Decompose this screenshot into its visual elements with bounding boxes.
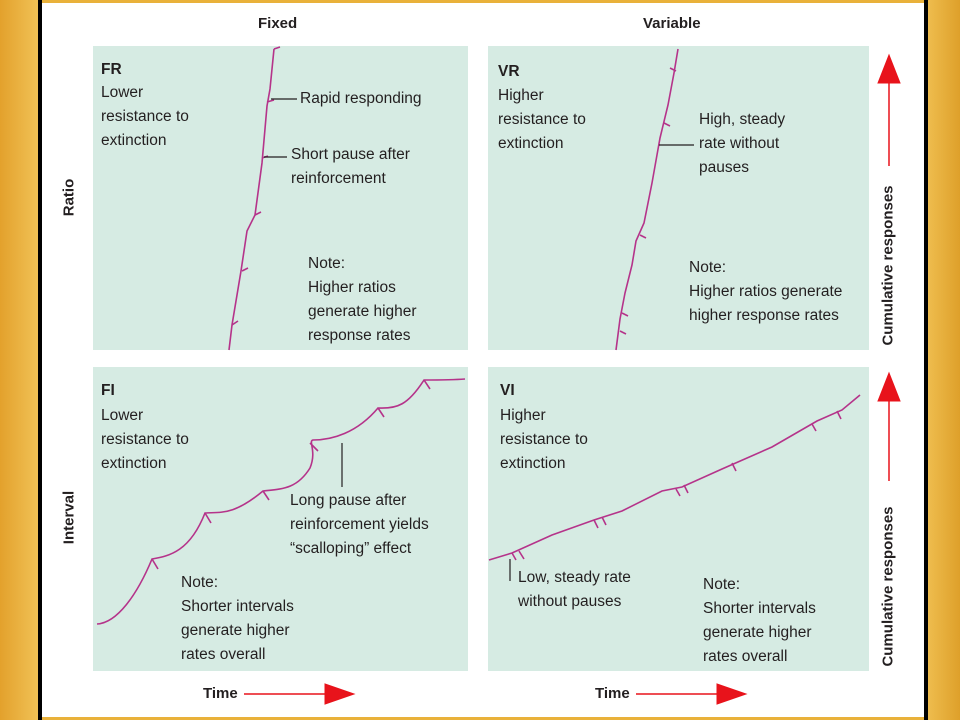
vr-resistance: Higher resistance to extinction bbox=[498, 87, 586, 152]
right-black-border bbox=[924, 0, 928, 720]
cumulative-arrow-top bbox=[877, 53, 901, 166]
vi-callout: Low, steady rate without pauses bbox=[518, 569, 631, 610]
diagram-graphics bbox=[96, 46, 901, 705]
vi-resistance: Higher resistance to extinction bbox=[500, 407, 588, 472]
fr-callout-pause: Short pause after reinforcement bbox=[291, 146, 410, 187]
vi-panel bbox=[488, 367, 869, 671]
vi-curve bbox=[488, 394, 861, 561]
vi-note: Note: Shorter intervals generate higher … bbox=[703, 576, 816, 665]
vr-code: VR bbox=[498, 63, 520, 80]
column-header-fixed: Fixed bbox=[258, 15, 298, 32]
fi-note: Note: Shorter intervals generate higher … bbox=[181, 574, 294, 663]
cumulative-arrow-bottom bbox=[877, 371, 901, 481]
vr-curve bbox=[615, 48, 679, 351]
fi-code: FI bbox=[101, 382, 115, 399]
fr-panel bbox=[93, 46, 468, 350]
time-arrow-left bbox=[244, 683, 356, 705]
vr-callout: High, steady rate without pauses bbox=[699, 111, 786, 176]
right-frame-border bbox=[924, 0, 960, 720]
left-black-border bbox=[38, 0, 42, 720]
diagram-canvas: Fixed Variable Ratio Interval FR Lower r… bbox=[42, 3, 924, 717]
vr-panel bbox=[488, 46, 869, 350]
fr-curve bbox=[228, 46, 281, 351]
fi-panel bbox=[93, 367, 468, 671]
left-frame-border bbox=[0, 0, 42, 720]
fr-note: Note: Higher ratios generate higher resp… bbox=[308, 255, 417, 344]
vr-note: Note: Higher ratios generate higher resp… bbox=[689, 259, 843, 324]
fi-curve bbox=[96, 378, 466, 625]
fr-callout-rapid: Rapid responding bbox=[300, 90, 422, 107]
fi-callout: Long pause after reinforcement yields “s… bbox=[290, 492, 429, 557]
time-label-left: Time bbox=[203, 685, 238, 702]
time-arrow-right bbox=[636, 683, 748, 705]
fr-code: FR bbox=[101, 61, 122, 78]
fi-resistance: Lower resistance to extinction bbox=[101, 407, 189, 472]
time-label-right: Time bbox=[595, 685, 630, 702]
fr-resistance: Lower resistance to extinction bbox=[101, 84, 189, 149]
fr-callout-lines bbox=[264, 98, 297, 158]
vi-code: VI bbox=[500, 382, 515, 399]
column-header-variable: Variable bbox=[643, 15, 701, 32]
